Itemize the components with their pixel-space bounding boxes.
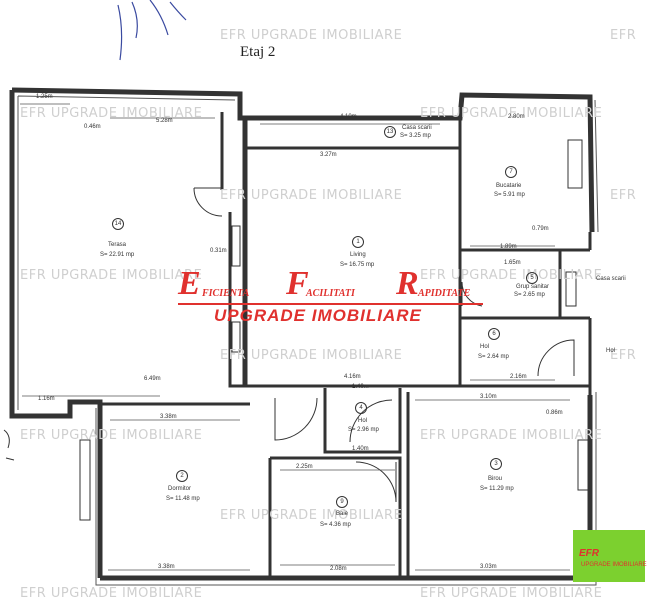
dim-label: 1.40m: [352, 446, 369, 452]
room-area: S= 11.48 mp: [166, 496, 200, 502]
room-name: Hol: [358, 418, 368, 424]
dim-label: 6.49m: [144, 376, 161, 382]
room-name: Bucatarie: [496, 183, 522, 189]
dim-label: 5.28m: [156, 118, 173, 124]
room-number: 1: [352, 236, 364, 248]
room-name: Dormitor: [168, 486, 192, 492]
watermark: EFR: [610, 28, 637, 43]
room-area: S= 2.65 mp: [514, 292, 545, 298]
room-area: S= 2.64 mp: [478, 354, 509, 360]
handwritten-mark: [3, 429, 15, 461]
logo-initial-r: R: [396, 265, 419, 302]
room-area: S= 5.91 mp: [494, 192, 525, 198]
dim-label: 4.10m: [340, 114, 357, 120]
dim-label: 0.86m: [546, 410, 563, 416]
watermark: EFR: [610, 188, 637, 203]
dim-label: 0.31m: [210, 248, 227, 254]
logo-word-rapiditate: APIDITATE: [418, 288, 471, 299]
room-number: 9: [336, 496, 348, 508]
dim-label: 2.25m: [296, 464, 313, 470]
watermark: EFR: [610, 348, 637, 363]
watermark: EFR UPGRADE IMOBILIARE: [420, 428, 603, 443]
badge-subtext: UPGRADE IMOBILIARE: [581, 562, 647, 568]
dim-label: 3.10m: [480, 394, 497, 400]
room-number: 7: [505, 166, 517, 178]
dim-label: 3.03m: [480, 564, 497, 570]
room-area: S= 16.75 mp: [340, 262, 375, 268]
doors: [193, 187, 575, 503]
room-area: S= 2.96 mp: [348, 427, 379, 433]
dim-label: 1.89m: [500, 244, 517, 250]
dim-label: 4.16m: [344, 374, 361, 380]
side-label: Hol: [606, 348, 616, 354]
room-number: 2: [176, 470, 188, 482]
dimension-lines: [20, 103, 570, 571]
dim-label: 0.46m: [84, 124, 101, 130]
watermark: EFR UPGRADE IMOBILIARE: [420, 586, 603, 601]
room-name: Hol: [480, 344, 490, 350]
watermark: EFR UPGRADE IMOBILIARE: [20, 586, 203, 601]
dim-label: 2.08m: [330, 566, 347, 572]
watermark: EFR UPGRADE IMOBILIARE: [220, 28, 403, 43]
logo-subtitle: UPGRADE IMOBILIARE: [214, 306, 422, 325]
room-number: 5: [526, 272, 538, 284]
room-number: 14: [112, 218, 124, 230]
room-number: 3: [490, 458, 502, 470]
room-area: S= 3.25 mp: [400, 133, 431, 139]
interior-walls: [100, 112, 592, 578]
outer-lines: [17, 95, 599, 586]
efr-badge: EFR UPGRADE IMOBILIARE: [573, 530, 647, 582]
watermark: EFR UPGRADE IMOBILIARE: [20, 428, 203, 443]
badge-text: EFR: [579, 548, 599, 559]
dim-label: 2.16m: [510, 374, 527, 380]
logo-initial-f: F: [286, 265, 309, 302]
dim-label: 1.65m: [504, 260, 521, 266]
watermark: EFR UPGRADE IMOBILIARE: [220, 348, 403, 363]
room-name: Casa scarii: [402, 125, 432, 131]
logo-initial-e: E: [178, 265, 201, 302]
dim-label: 0.79m: [532, 226, 549, 232]
dim-label: 1.16m: [38, 396, 55, 402]
room-number: 6: [488, 328, 500, 340]
dim-label: 1.40m: [352, 384, 369, 390]
room-number: 13: [384, 126, 396, 138]
watermark: EFR UPGRADE IMOBILIARE: [220, 508, 403, 523]
watermark: EFR UPGRADE IMOBILIARE: [420, 268, 603, 283]
watermark: EFR UPGRADE IMOBILIARE: [420, 106, 603, 121]
efr-logo: E FICIENTA F ACILITATI R APIDITATE: [178, 267, 478, 303]
room-area: S= 4.36 mp: [320, 522, 351, 528]
room-number: 4: [355, 402, 367, 414]
room-name: Baie: [336, 511, 349, 517]
side-label: Casa scarii: [596, 276, 626, 282]
watermark: EFR UPGRADE IMOBILIARE: [220, 188, 403, 203]
outer-walls: [9, 87, 595, 581]
dim-label: 1.25m: [36, 94, 53, 100]
floor-title: Etaj 2: [240, 44, 276, 60]
room-name: Living: [350, 252, 366, 258]
watermark: EFR UPGRADE IMOBILIARE: [20, 268, 203, 283]
room-area: S= 11.29 mp: [480, 486, 514, 492]
handwritten-note: [117, 0, 187, 61]
windows: [79, 139, 589, 521]
room-name: Terasa: [108, 242, 127, 248]
watermark: EFR UPGRADE IMOBILIARE: [20, 106, 203, 121]
dim-label: 3.38m: [158, 564, 175, 570]
logo-word-eficienta: FICIENTA: [202, 288, 250, 299]
logo-underline: [178, 303, 483, 305]
room-area: S= 22.91 mp: [100, 252, 135, 258]
dim-label: 3.38m: [160, 414, 177, 420]
room-name: Grup sanitar: [516, 284, 550, 290]
dim-label: 3.27m: [320, 152, 337, 158]
logo-word-facilitati: ACILITATI: [306, 288, 355, 299]
room-name: Birou: [488, 476, 503, 482]
dim-label: 2.80m: [508, 114, 525, 120]
